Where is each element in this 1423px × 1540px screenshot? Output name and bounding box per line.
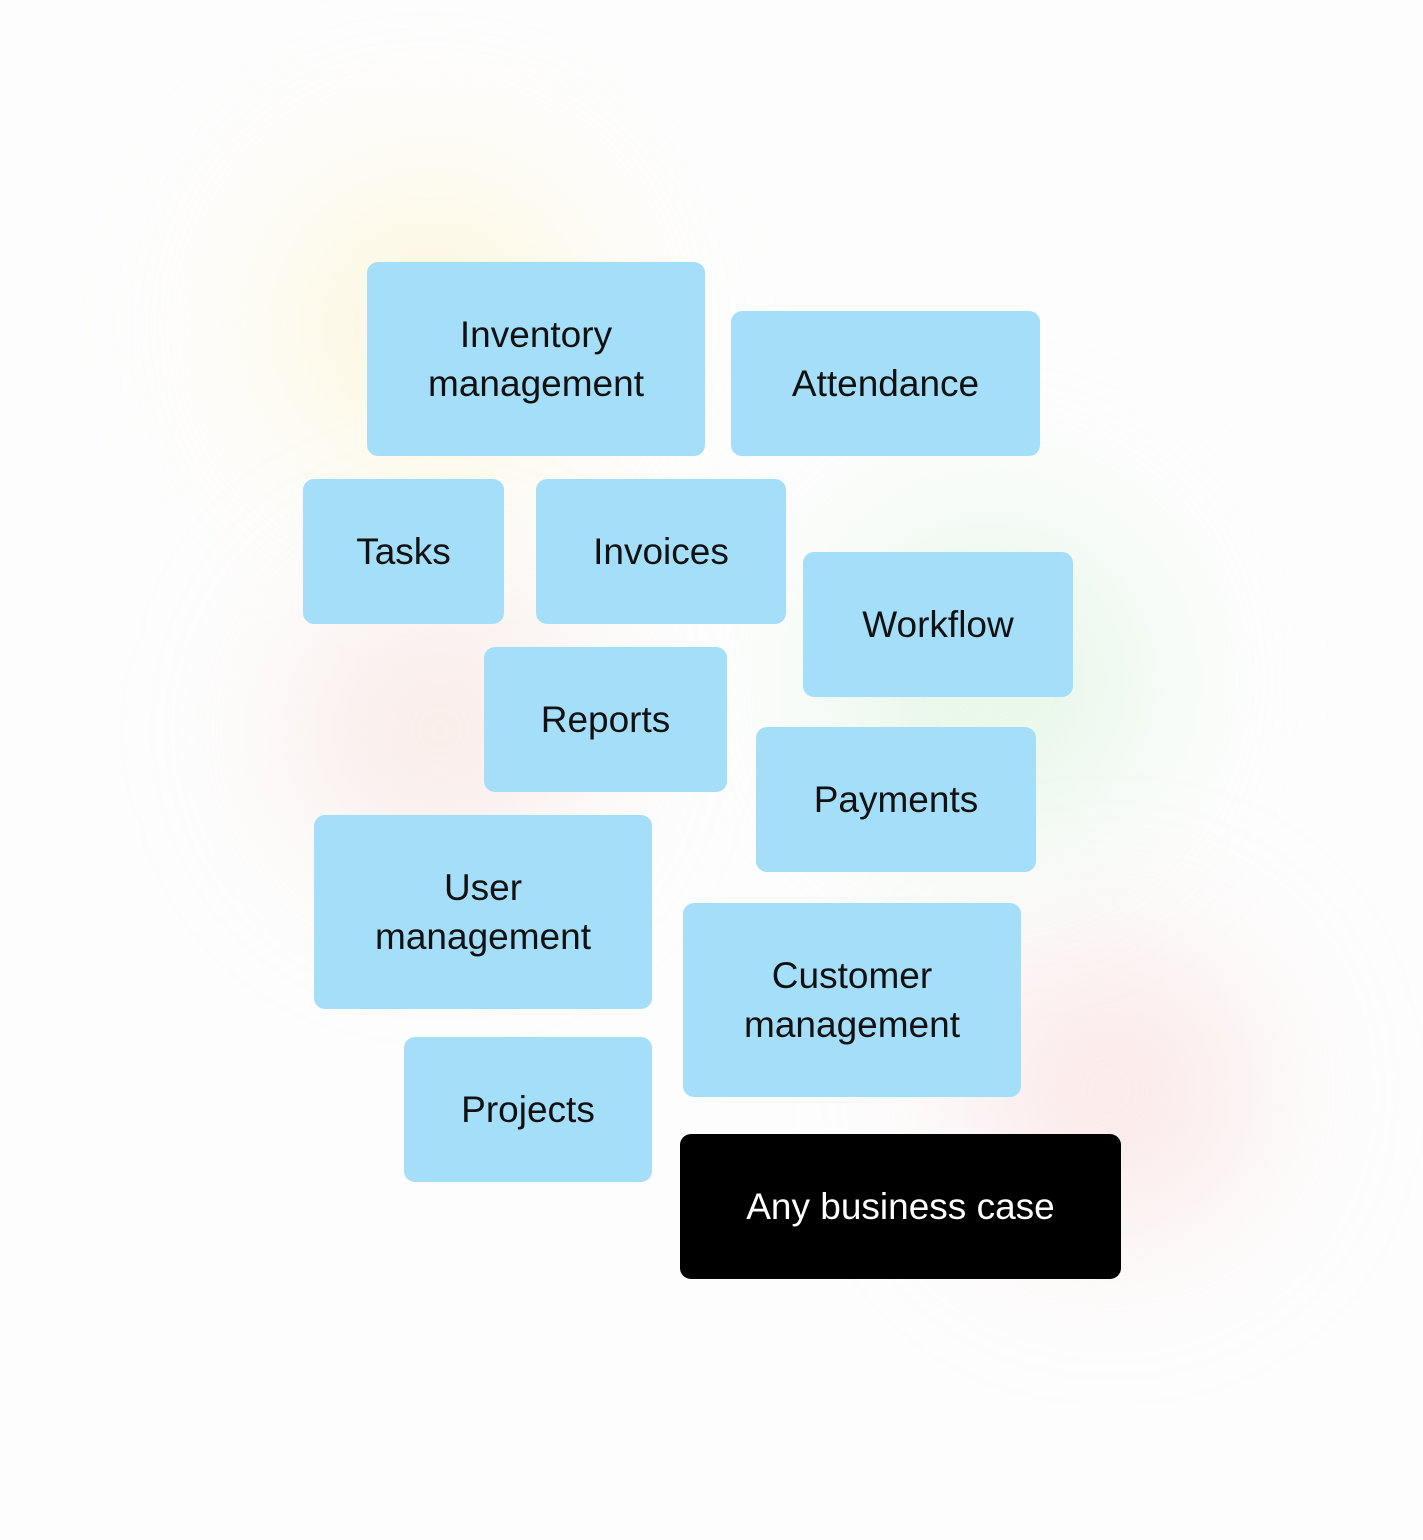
tile-reports[interactable]: Reports: [484, 647, 727, 792]
tile-customer-management[interactable]: Customer management: [683, 903, 1021, 1097]
tile-label: User management: [375, 867, 591, 957]
tile-tasks[interactable]: Tasks: [303, 479, 504, 624]
tile-label: Payments: [813, 779, 979, 820]
tile-label: Reports: [540, 699, 671, 740]
tile-projects[interactable]: Projects: [404, 1037, 652, 1182]
tile-user-management[interactable]: User management: [314, 815, 652, 1009]
tile-attendance[interactable]: Attendance: [731, 311, 1040, 456]
tile-label: Any business case: [746, 1186, 1055, 1227]
tile-invoices[interactable]: Invoices: [536, 479, 786, 624]
tile-inventory-management[interactable]: Inventory management: [367, 262, 705, 456]
tile-label: Projects: [461, 1089, 595, 1130]
tile-label: Invoices: [593, 531, 729, 572]
tile-label: Workflow: [862, 604, 1014, 645]
tile-payments[interactable]: Payments: [756, 727, 1036, 872]
tile-label: Customer management: [744, 955, 960, 1045]
tile-label: Tasks: [356, 531, 451, 572]
tile-workflow[interactable]: Workflow: [803, 552, 1073, 697]
tile-any-business-case[interactable]: Any business case: [680, 1134, 1121, 1279]
tile-label: Inventory management: [428, 314, 644, 404]
tile-label: Attendance: [791, 363, 980, 404]
